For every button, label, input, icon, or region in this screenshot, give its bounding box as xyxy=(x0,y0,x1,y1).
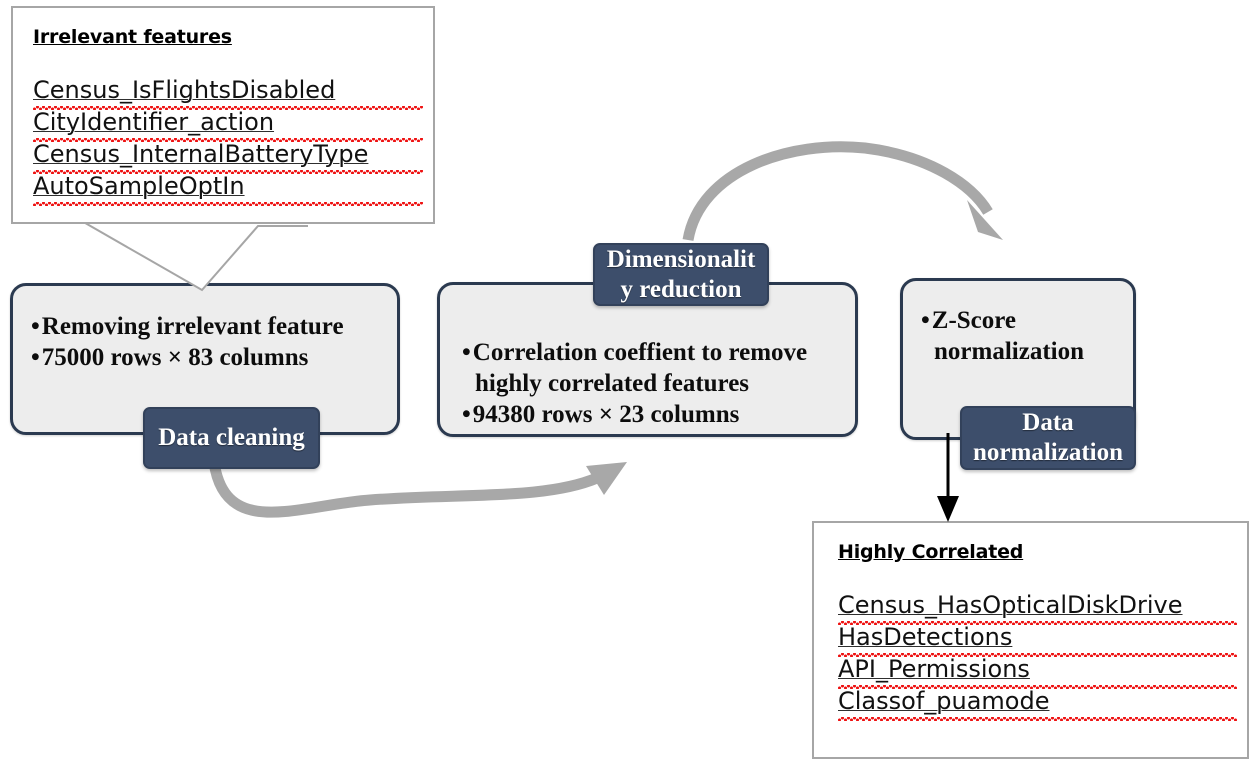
callout-highly-correlated: Highly Correlated Census_HasOpticalDiskD… xyxy=(812,521,1249,759)
arrow-cleaning-to-reduction xyxy=(208,461,627,518)
process-box-data-cleaning: Removing irrelevant feature 75000 rows ×… xyxy=(10,283,400,435)
badge-label-line2: y reduction xyxy=(620,275,742,303)
list-item: Census_HasOpticalDiskDrive xyxy=(838,589,1237,625)
list-item: Census_IsFlightsDisabled xyxy=(33,74,423,110)
badge-label: Data cleaning xyxy=(158,424,305,451)
callout-tail-irrelevant-features xyxy=(60,219,308,292)
badge-label-line2: normalization xyxy=(973,439,1123,466)
arrow-normalization-to-highly-correlated xyxy=(937,433,959,522)
callout-irrelevant-features: Irrelevant features Census_IsFlightsDisa… xyxy=(11,6,435,224)
bullet-item: Removing irrelevant feature xyxy=(31,311,385,342)
arrow-reduction-to-normalization xyxy=(682,141,1003,242)
list-item: Classof_puamode xyxy=(838,685,1237,721)
callout-list-irrelevant-features: Census_IsFlightsDisabled CityIdentifier_… xyxy=(33,74,423,206)
bullet-item: Z-Score normalization xyxy=(921,305,1123,367)
list-item: HasDetections xyxy=(838,621,1237,657)
badge-label: Data normalization xyxy=(967,408,1129,468)
badge-data-cleaning: Data cleaning xyxy=(143,407,320,469)
badge-label-line1: Data xyxy=(1022,409,1074,436)
callout-title-highly-correlated: Highly Correlated xyxy=(838,541,1024,563)
list-item: CityIdentifier_action xyxy=(33,106,423,142)
list-item: API_Permissions xyxy=(838,653,1237,689)
list-item: AutoSampleOptIn xyxy=(33,170,423,206)
callout-list-highly-correlated: Census_HasOpticalDiskDrive HasDetections… xyxy=(838,589,1237,721)
bullet-item: 94380 rows × 23 columns xyxy=(462,399,841,430)
bullet-item: 75000 rows × 83 columns xyxy=(31,342,385,373)
bullet-item: Correlation coeffient to remove highly c… xyxy=(462,337,841,399)
badge-data-normalization: Data normalization xyxy=(960,406,1136,470)
list-item: Census_InternalBatteryType xyxy=(33,138,423,174)
badge-label-line1: Dimensionalit xyxy=(606,245,756,273)
callout-title-irrelevant-features: Irrelevant features xyxy=(33,26,232,48)
